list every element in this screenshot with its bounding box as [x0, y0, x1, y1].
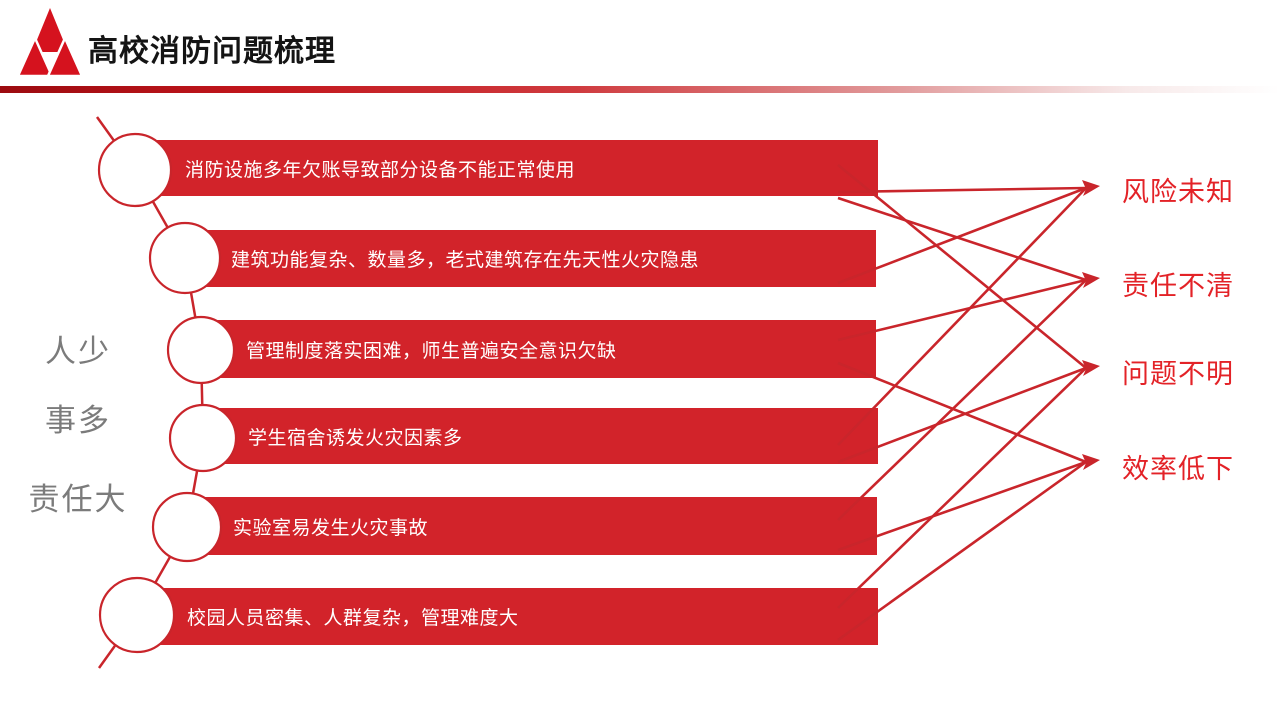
- chain-line: [95, 116, 205, 669]
- logo-right-triangle: [46, 34, 84, 78]
- side-label-many-tasks: 事多: [45, 403, 111, 438]
- logo-left-triangle: [16, 34, 54, 78]
- arrowhead-2-icon: [1082, 272, 1100, 288]
- problem-bar-2: 建筑功能复杂、数量多，老式建筑存在先天性火灾隐患: [193, 230, 876, 287]
- outcome-label-low-efficiency: 效率低下: [1122, 454, 1234, 484]
- arrowheads: [1082, 180, 1100, 470]
- problem-bar-4: 学生宿舍诱发火灾因素多: [208, 408, 878, 464]
- problem-bar-1-label: 消防设施多年欠账导致部分设备不能正常使用: [185, 159, 576, 181]
- arrowhead-1-icon: [1082, 180, 1100, 196]
- connector-bar5-arrow2: [837, 279, 1087, 521]
- arrowhead-3-icon: [1082, 360, 1100, 376]
- problem-bar-6-label: 校园人员密集、人群复杂，管理难度大: [187, 608, 519, 629]
- header-divider: [0, 86, 1280, 93]
- outcome-label-problem-unclear: 问题不明: [1122, 359, 1234, 389]
- connector-bar6-arrow3: [837, 367, 1087, 609]
- problem-bar-4-label: 学生宿舍诱发火灾因素多: [248, 427, 463, 449]
- connector-bar4-arrow1: [837, 187, 1087, 446]
- problem-bar-5-label: 实验室易发生火灾事故: [233, 517, 429, 539]
- problem-bar-5: 实验室易发生火灾事故: [194, 497, 877, 555]
- side-label-big-responsibility: 责任大: [28, 482, 128, 517]
- arrowhead-4-icon: [1082, 454, 1100, 470]
- problem-bar-1: 消防设施多年欠账导致部分设备不能正常使用: [145, 140, 878, 196]
- problem-bar-3-label: 管理制度落实困难，师生普遍安全意识欠缺: [246, 340, 617, 362]
- problem-bar-3: 管理制度落实困难，师生普遍安全意识欠缺: [208, 320, 876, 378]
- logo-top-triangle: [32, 8, 68, 52]
- problem-bar-6: 校园人员密集、人群复杂，管理难度大: [147, 588, 878, 645]
- outcome-label-risk-unknown: 风险未知: [1122, 177, 1234, 207]
- triple-triangle-logo-icon: [16, 8, 84, 78]
- problem-bar-2-label: 建筑功能复杂、数量多，老式建筑存在先天性火灾隐患: [231, 250, 700, 271]
- page-title: 高校消防问题梳理: [88, 35, 336, 68]
- side-label-few-people: 人少: [45, 334, 111, 369]
- header: 高校消防问题梳理: [0, 0, 1280, 86]
- outcome-label-responsibility-unclear: 责任不清: [1122, 271, 1234, 301]
